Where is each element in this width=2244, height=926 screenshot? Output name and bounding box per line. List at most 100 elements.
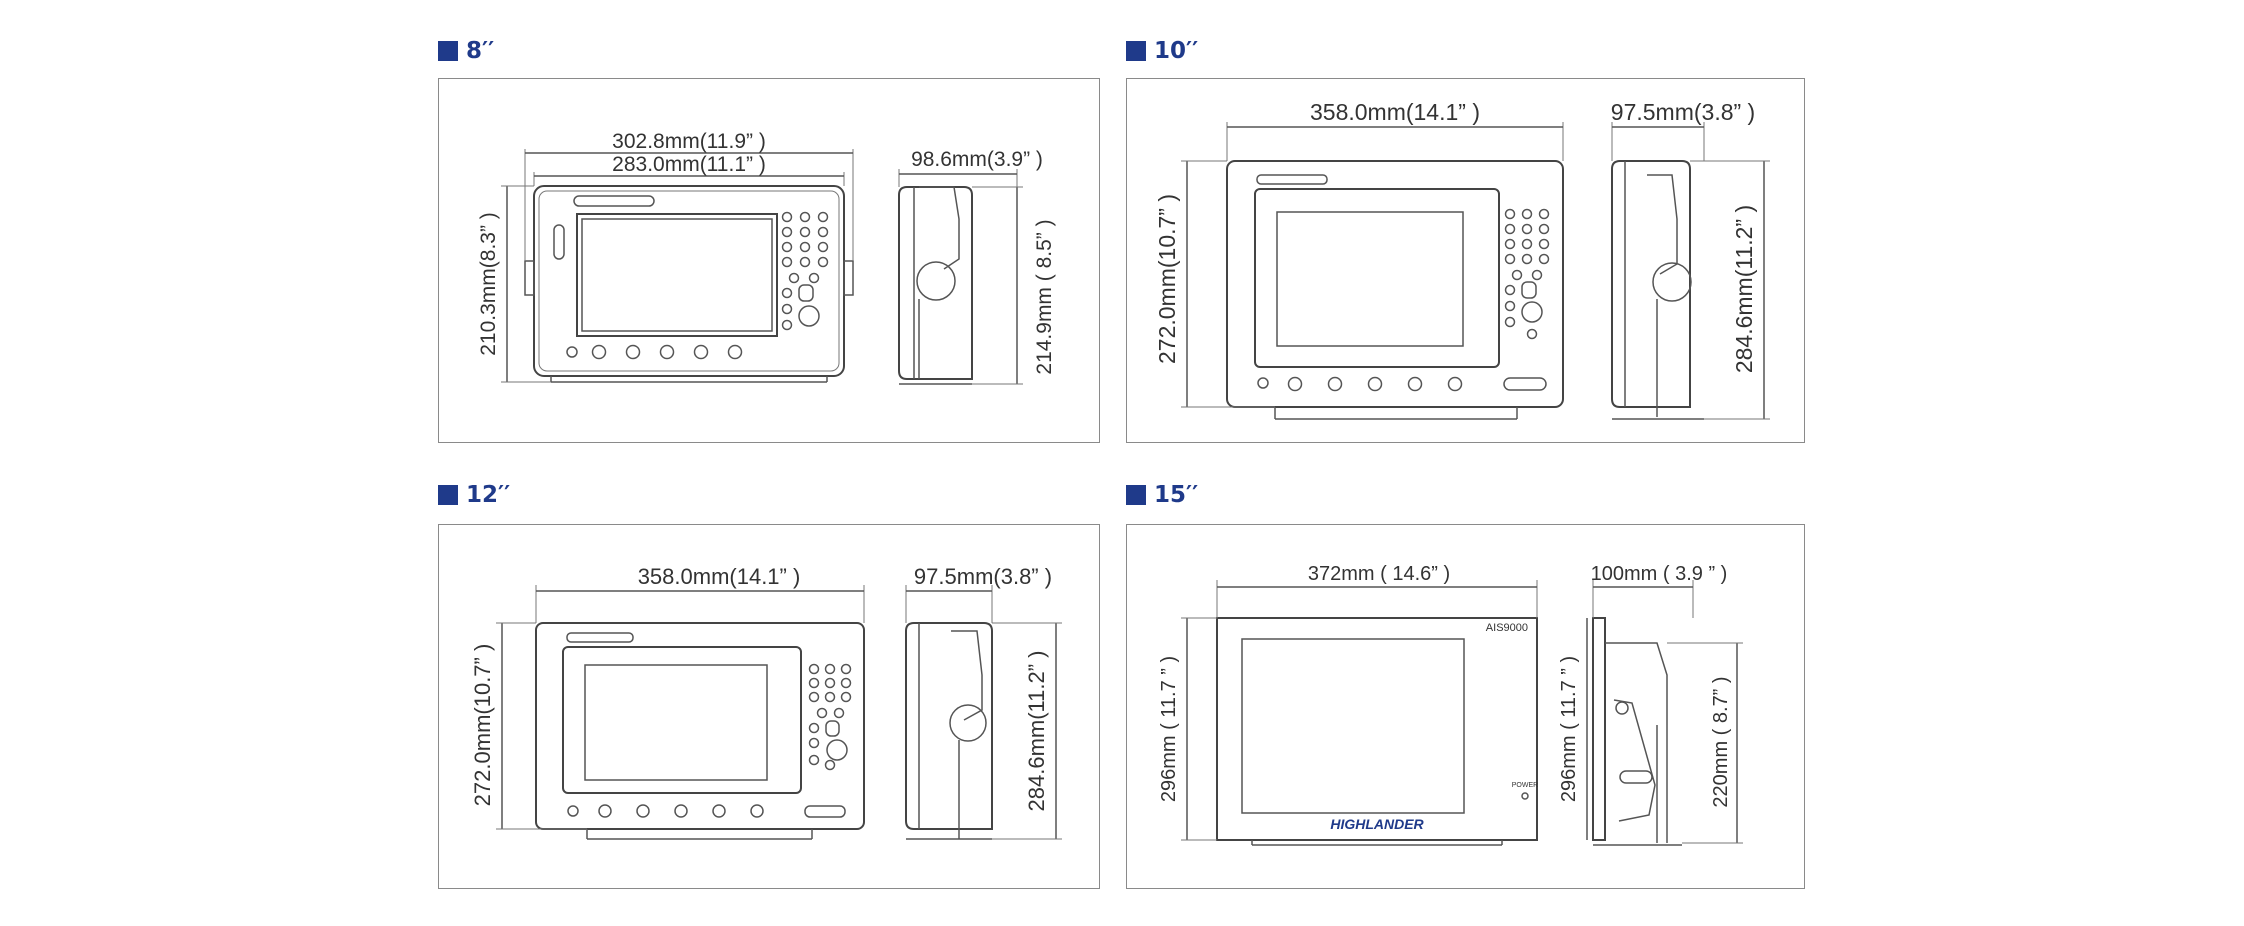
dim-label-depth: 97.5mm(3.8” ) [1611,99,1755,125]
bracket-pivot-icon [1615,701,1629,715]
dim-label-width: 358.0mm(14.1” ) [1310,99,1480,125]
key [833,707,845,719]
bracket-knob-left [524,260,535,296]
key [1521,223,1533,235]
key [817,211,829,223]
key [1504,284,1516,296]
soft-key [598,804,612,818]
key [1521,253,1533,265]
soft-key [659,344,675,360]
bracket-knob-icon [949,704,987,742]
brand-plate [573,195,655,207]
cursor-pad-icon [825,720,840,737]
section-title-label: 12′′ [466,482,511,508]
key [1521,238,1533,250]
dim-label-depth: 100mm ( 3.9 ” ) [1591,563,1728,585]
soft-key [567,805,579,817]
screen-frame [1254,188,1500,368]
soft-keys [567,804,846,818]
knob-icon [1521,301,1543,323]
key [840,677,852,689]
soft-key [625,344,641,360]
key [824,691,836,703]
cursor-pad-icon [1521,281,1537,299]
side-housing [1592,617,1606,841]
soft-key [636,804,650,818]
key [1531,269,1543,281]
panel-15in: AIS9000 POWER HIGHLANDER 372mm ( 14.6” )… [1126,524,1805,889]
key [1504,238,1516,250]
brand-plate [1256,174,1328,185]
soft-key [712,804,726,818]
bracket-knob-icon [916,261,956,301]
panel-8in: 302.8mm(11.9” ) 283.0mm(11.1” ) 210.3mm(… [438,78,1100,443]
drawing-15in: AIS9000 POWER HIGHLANDER 372mm ( 14.6” )… [1158,563,1743,846]
dim-label-depth: 98.6mm(3.9” ) [911,148,1043,171]
key [1511,269,1523,281]
key [817,256,829,268]
cursor-pad-icon [798,284,814,302]
screen [1241,638,1465,814]
dim-label-height-side: 284.6mm(11.2” ) [1731,205,1757,373]
drawing-12in: 358.0mm(14.1” ) 272.0mm(10.7” ) 97.5mm(3… [470,564,1062,840]
side-housing [1611,160,1691,408]
bracket-arm [919,186,960,270]
key [824,759,836,771]
dim-label-width: 358.0mm(14.1” ) [638,564,801,589]
key [816,707,828,719]
key [1538,253,1550,265]
key [1504,208,1516,220]
key [1504,316,1516,328]
soft-key [1407,376,1423,392]
knob-icon [798,305,820,327]
key [808,737,820,749]
key [817,241,829,253]
key [808,663,820,675]
brand-plate [566,632,634,643]
key [1504,223,1516,235]
soft-key [1287,376,1303,392]
section-marker-icon [1126,485,1146,505]
dim-label-height-front: 272.0mm(10.7” ) [470,644,495,807]
model-label: AIS9000 [1486,622,1528,634]
key [1526,328,1538,340]
bracket-arm [1605,642,1668,725]
front-housing [1216,617,1538,841]
bracket-arm [951,630,983,721]
dim-label-width-inner: 283.0mm(11.1” ) [612,153,766,176]
key [808,691,820,703]
dim-label-height-side: 214.9mm ( 8.5” ) [1033,219,1056,374]
soft-key [750,804,764,818]
section-title-label: 10′′ [1154,38,1199,64]
dim-label-depth: 97.5mm(3.8” ) [914,564,1052,589]
key [824,677,836,689]
section-marker-icon [438,485,458,505]
dim-label-height-front: 296mm ( 11.7 ” ) [1158,656,1180,802]
key [840,691,852,703]
section-title-12in: 12′′ [438,482,510,508]
screen-frame [562,646,802,794]
key [799,226,811,238]
key [781,226,793,238]
dim-label-width: 372mm ( 14.6” ) [1308,563,1450,585]
panel-12in: 358.0mm(14.1” ) 272.0mm(10.7” ) 97.5mm(3… [438,524,1100,889]
key [840,663,852,675]
soft-key [1447,376,1463,392]
side-housing [898,186,973,380]
key [1538,223,1550,235]
soft-key [693,344,709,360]
screen [581,218,773,332]
section-marker-icon [438,41,458,61]
key [781,319,793,331]
key [781,303,793,315]
keypad [1504,208,1550,340]
brand-logo-text: HIGHLANDER [1330,816,1424,832]
section-title-10in: 10′′ [1126,38,1198,64]
key [808,272,820,284]
dim-label-width-outer: 302.8mm(11.9” ) [612,130,766,153]
key [808,677,820,689]
soft-key [1327,376,1343,392]
key [788,272,800,284]
soft-key [674,804,688,818]
keypad [808,663,852,771]
